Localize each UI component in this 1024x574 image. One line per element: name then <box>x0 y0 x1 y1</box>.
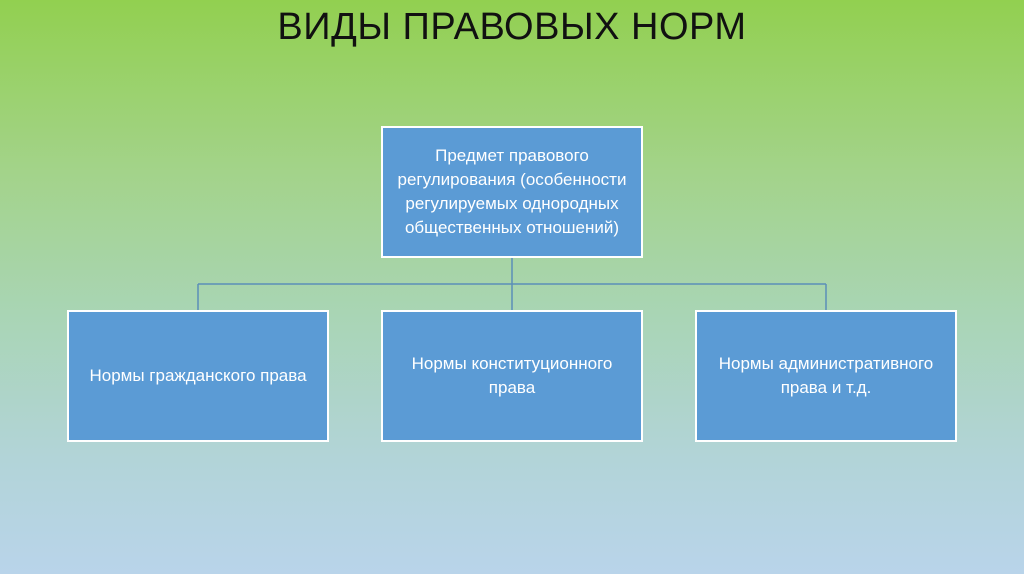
child-node-civil-law: Нормы гражданского права <box>67 310 329 442</box>
child-node-label: Нормы административного права и т.д. <box>718 354 934 397</box>
root-node-label: Предмет правового регулирования (особенн… <box>397 146 627 237</box>
child-node-constitutional-law: Нормы конституционного права <box>381 310 643 442</box>
slide-title: ВИДЫ ПРАВОВЫХ НОРМ <box>277 6 747 48</box>
child-node-label: Нормы гражданского права <box>89 366 307 385</box>
root-node: Предмет правового регулирования (особенн… <box>381 126 643 258</box>
child-node-label: Нормы конституционного права <box>411 354 613 397</box>
child-node-administrative-law: Нормы административного права и т.д. <box>695 310 957 442</box>
